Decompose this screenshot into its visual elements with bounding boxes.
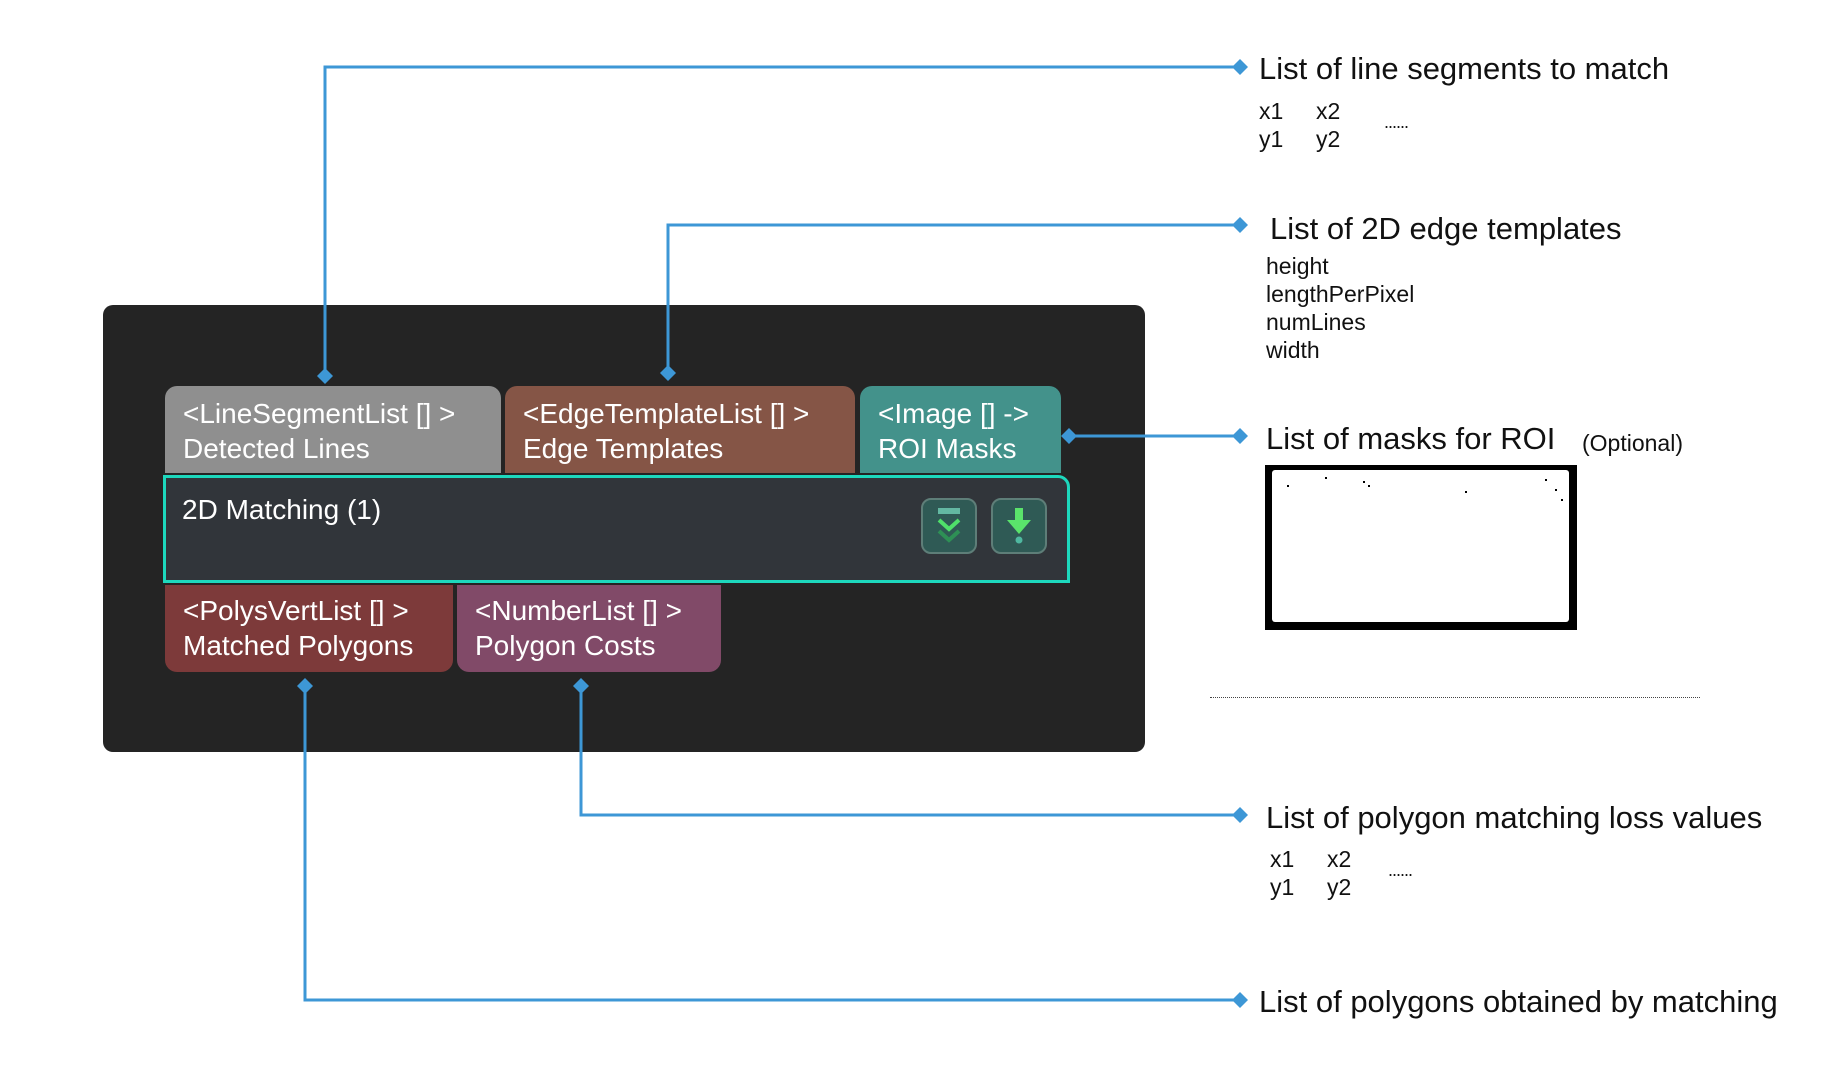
double-chevron-down-icon: [937, 508, 961, 543]
port-type: <PolysVertList [] >: [183, 595, 409, 626]
section-divider: [1210, 697, 1700, 698]
mask-speck: [1561, 499, 1563, 501]
annotation-edge-templates-title: List of 2D edge templates: [1270, 211, 1622, 246]
input-port-edge-templates[interactable]: <EdgeTemplateList [] > Edge Templates: [505, 386, 855, 473]
output-port-polygon-costs[interactable]: <NumberList [] > Polygon Costs: [457, 585, 721, 672]
port-type: <LineSegmentList [] >: [183, 398, 456, 429]
mask-speck: [1287, 485, 1289, 487]
optional-tag: (Optional): [1582, 430, 1683, 456]
mask-foreground: [1272, 470, 1569, 622]
ellipsis: ......: [1384, 112, 1409, 132]
expand-collapse-button[interactable]: [921, 498, 977, 554]
field-y1: y1: [1259, 126, 1284, 152]
field-x2: x2: [1327, 846, 1352, 872]
field-numlines: numLines: [1266, 309, 1366, 335]
mask-speck: [1545, 479, 1547, 481]
port-label: ROI Masks: [878, 433, 1017, 464]
output-port-matched-polygons[interactable]: <PolysVertList [] > Matched Polygons: [165, 585, 453, 672]
field-x1: x1: [1259, 98, 1284, 124]
connector-diamond: [1232, 807, 1248, 823]
run-button[interactable]: [991, 498, 1047, 554]
field-y1: y1: [1270, 874, 1295, 900]
port-type: <Image [] ->: [878, 398, 1029, 429]
input-port-detected-lines[interactable]: <LineSegmentList [] > Detected Lines: [165, 386, 501, 473]
port-label: Detected Lines: [183, 433, 370, 464]
connector-diamond: [1232, 992, 1248, 1008]
field-y2: y2: [1316, 126, 1341, 152]
mask-speck: [1465, 491, 1467, 493]
connector-diamond: [1232, 59, 1248, 75]
annotation-polygons-title: List of polygons obtained by matching: [1259, 984, 1778, 1019]
mask-speck: [1325, 477, 1327, 479]
connector-diamond: [1232, 217, 1248, 233]
port-label: Polygon Costs: [475, 630, 656, 661]
field-x2: x2: [1316, 98, 1341, 124]
mask-speck: [1555, 489, 1557, 491]
port-label: Edge Templates: [523, 433, 724, 464]
mask-speck: [1363, 481, 1365, 483]
ellipsis: ......: [1388, 860, 1413, 880]
field-x1: x1: [1270, 846, 1295, 872]
node-title: 2D Matching (1): [182, 494, 382, 525]
node-2d-matching[interactable]: 2D Matching (1): [163, 475, 1070, 583]
port-label: Matched Polygons: [183, 630, 414, 661]
mask-speck: [1368, 485, 1370, 487]
annotation-line-segments-title: List of line segments to match: [1259, 51, 1670, 86]
field-lengthperpixel: lengthPerPixel: [1266, 281, 1415, 307]
connector-diamond: [1232, 428, 1248, 444]
field-height: height: [1266, 253, 1329, 279]
annotation-loss-values-title: List of polygon matching loss values: [1266, 800, 1763, 835]
port-type: <EdgeTemplateList [] >: [523, 398, 810, 429]
arrow-down-dot-icon: [1007, 508, 1031, 544]
roi-mask-image: [1265, 465, 1577, 630]
port-type: <NumberList [] >: [475, 595, 682, 626]
annotation-roi-masks-title: List of masks for ROI: [1266, 421, 1556, 456]
input-port-roi-masks[interactable]: <Image [] -> ROI Masks: [860, 386, 1061, 473]
field-width: width: [1266, 337, 1320, 363]
field-y2: y2: [1327, 874, 1352, 900]
